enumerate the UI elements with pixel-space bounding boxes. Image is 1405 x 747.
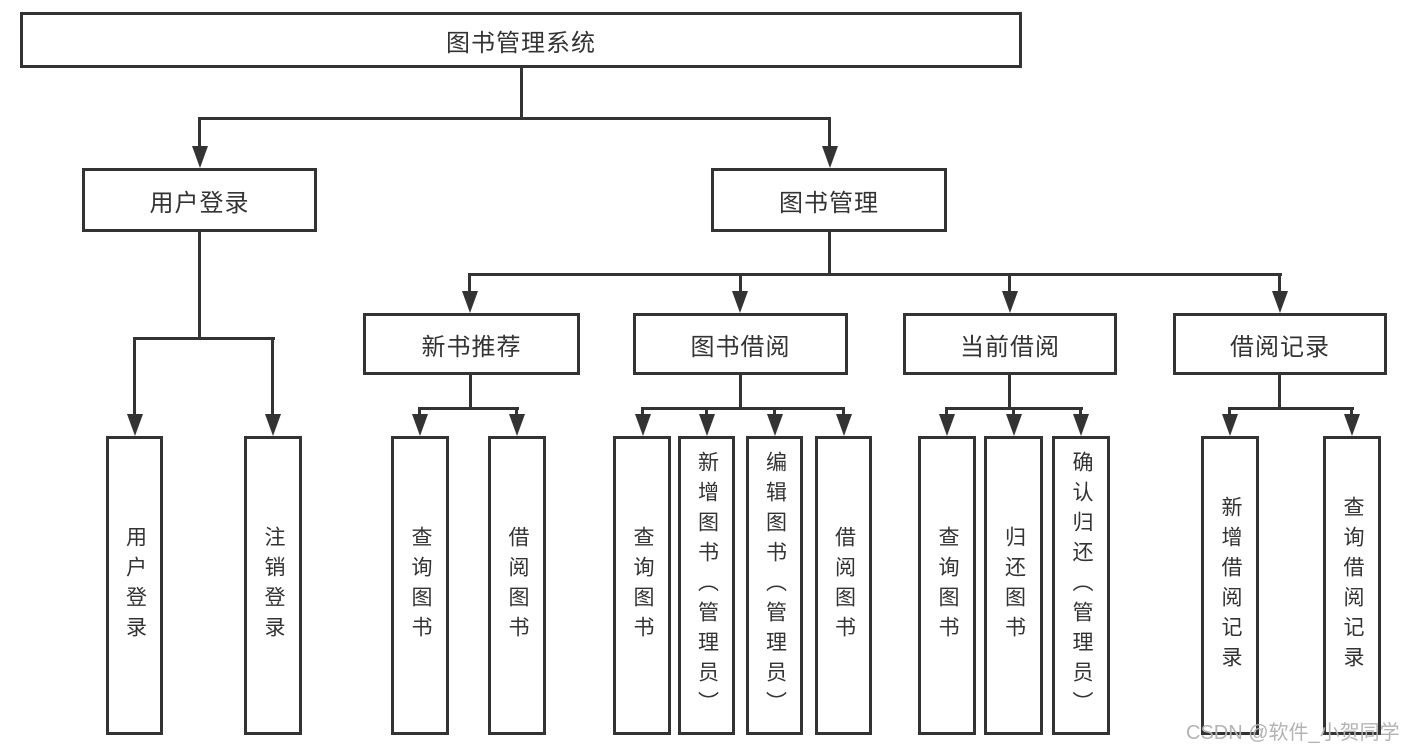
leaf-label: 确认归还（管理员） bbox=[1070, 450, 1093, 721]
leaf-label: 编辑图书（管理员） bbox=[763, 450, 787, 721]
connector-line bbox=[198, 232, 201, 337]
connector-line bbox=[1228, 407, 1354, 410]
leaf-add-book-admin: 新增图书（管理员） bbox=[678, 436, 735, 735]
connector-line bbox=[945, 410, 948, 416]
connector-line bbox=[198, 117, 831, 120]
leaf-label: 用户登录 bbox=[123, 525, 147, 646]
arrowhead-down bbox=[265, 414, 281, 436]
leaf-borrow-books-borrowing: 借阅图书 bbox=[815, 436, 872, 735]
leaf-label: 注销登录 bbox=[262, 525, 285, 646]
connector-line bbox=[418, 407, 519, 410]
connector-line bbox=[828, 232, 831, 273]
connector-line bbox=[198, 120, 201, 146]
connector-line bbox=[641, 410, 644, 416]
leaf-label: 查询图书 bbox=[631, 525, 654, 646]
connector-line bbox=[705, 410, 708, 416]
leaf-label: 查询借阅记录 bbox=[1341, 495, 1364, 676]
leaf-label: 借阅图书 bbox=[506, 525, 529, 646]
arrowhead-down bbox=[767, 414, 783, 436]
connector-line bbox=[739, 375, 742, 407]
leaf-label: 查询图书 bbox=[936, 525, 959, 646]
leaf-label: 查询图书 bbox=[409, 525, 432, 646]
leaf-query-books-recommend: 查询图书 bbox=[391, 436, 449, 735]
leaf-logout: 注销登录 bbox=[244, 436, 302, 735]
connector-line bbox=[515, 410, 518, 416]
leaf-label: 借阅图书 bbox=[832, 525, 856, 646]
connector-line bbox=[468, 273, 1282, 276]
arrowhead-down bbox=[699, 414, 715, 436]
leaf-user-login: 用户登录 bbox=[106, 436, 163, 735]
arrowhead-down bbox=[1002, 291, 1018, 313]
connector-line bbox=[418, 410, 421, 416]
connector-line bbox=[1008, 375, 1011, 407]
connector-line bbox=[1079, 410, 1082, 416]
connector-line bbox=[271, 340, 274, 414]
connector-line bbox=[1350, 410, 1353, 416]
leaf-confirm-return-admin: 确认归还（管理员） bbox=[1052, 436, 1110, 735]
leaf-add-borrow-record: 新增借阅记录 bbox=[1201, 436, 1259, 735]
connector-line bbox=[739, 276, 742, 291]
leaf-label: 新增借阅记录 bbox=[1219, 495, 1242, 676]
leaf-return-book: 归还图书 bbox=[984, 436, 1043, 735]
connector-line bbox=[945, 407, 1083, 410]
arrowhead-down bbox=[836, 414, 852, 436]
arrowhead-down bbox=[1073, 414, 1089, 436]
connector-line bbox=[641, 407, 845, 410]
node-current-borrowing: 当前借阅 bbox=[903, 313, 1117, 375]
connector-line bbox=[842, 410, 845, 416]
connector-line bbox=[828, 120, 831, 146]
arrowhead-down bbox=[1222, 414, 1238, 436]
arrowhead-down bbox=[412, 414, 428, 436]
arrowhead-down bbox=[732, 291, 748, 313]
leaf-edit-book-admin: 编辑图书（管理员） bbox=[746, 436, 803, 735]
arrowhead-down bbox=[127, 414, 143, 436]
connector-line bbox=[773, 410, 776, 416]
arrowhead-down bbox=[939, 414, 955, 436]
leaf-query-books-borrowing: 查询图书 bbox=[613, 436, 671, 735]
connector-line bbox=[1012, 410, 1015, 416]
connector-line bbox=[1278, 375, 1281, 407]
connector-line bbox=[469, 375, 472, 407]
leaf-query-books-current: 查询图书 bbox=[918, 436, 976, 735]
connector-line bbox=[1278, 276, 1281, 291]
leaf-borrow-books-recommend: 借阅图书 bbox=[488, 436, 546, 735]
arrowhead-down bbox=[1344, 414, 1360, 436]
arrowhead-down bbox=[822, 146, 838, 168]
leaf-label: 归还图书 bbox=[1002, 525, 1026, 646]
node-borrowing-records: 借阅记录 bbox=[1173, 313, 1387, 375]
node-book-management: 图书管理 bbox=[711, 168, 947, 232]
connector-line bbox=[133, 340, 136, 414]
watermark: CSDN @软件_小贺同学 bbox=[1186, 722, 1400, 744]
arrowhead-down bbox=[635, 414, 651, 436]
connector-line bbox=[468, 276, 471, 291]
node-book-borrowing: 图书借阅 bbox=[633, 313, 848, 375]
connector-line bbox=[1228, 410, 1231, 416]
arrowhead-down bbox=[462, 291, 478, 313]
leaf-label: 新增图书（管理员） bbox=[695, 450, 719, 721]
arrowhead-down bbox=[1272, 291, 1288, 313]
arrowhead-down bbox=[509, 414, 525, 436]
node-new-book-recommend: 新书推荐 bbox=[363, 313, 580, 375]
connector-line bbox=[520, 68, 523, 117]
arrowhead-down bbox=[192, 146, 208, 168]
node-library-system: 图书管理系统 bbox=[20, 12, 1022, 68]
connector-line bbox=[133, 337, 275, 340]
leaf-query-borrow-record: 查询借阅记录 bbox=[1323, 436, 1381, 735]
node-user-login: 用户登录 bbox=[82, 168, 317, 232]
connector-line bbox=[1008, 276, 1011, 291]
arrowhead-down bbox=[1006, 414, 1022, 436]
